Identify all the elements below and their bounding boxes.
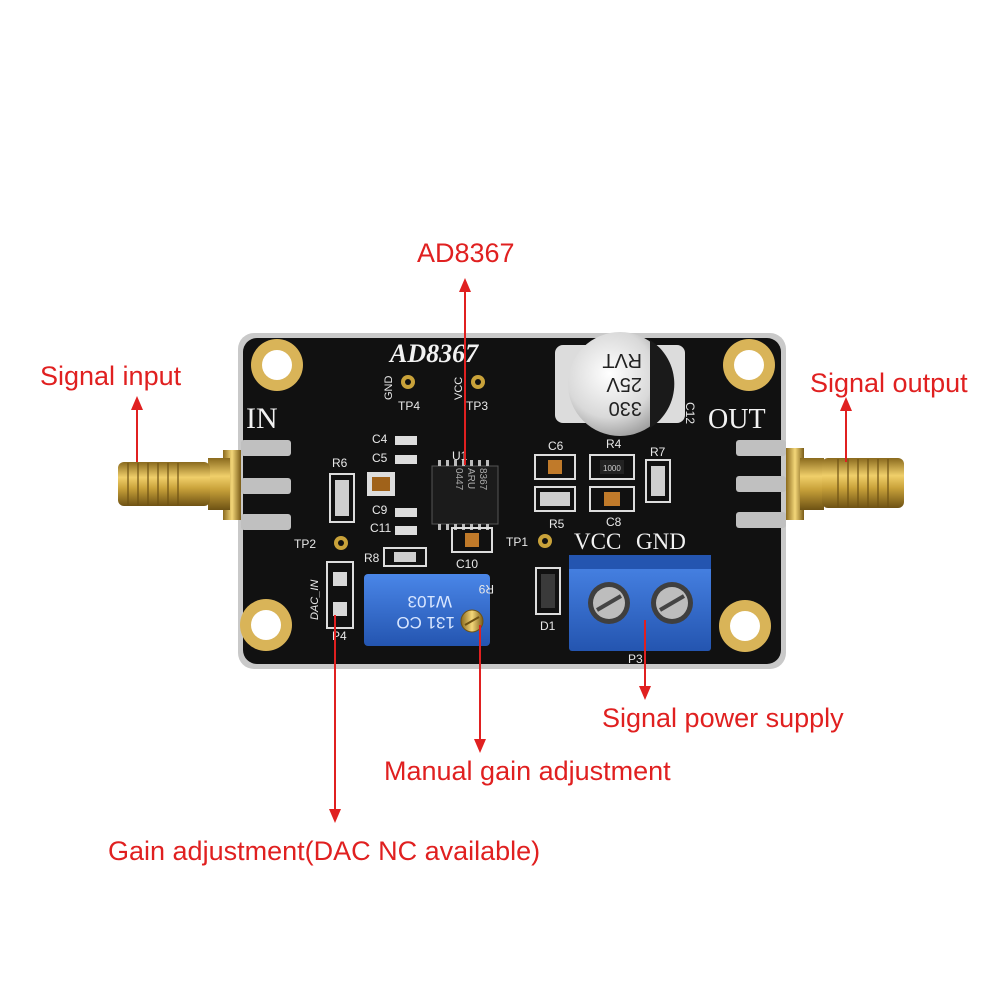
svg-text:RVT: RVT [602, 349, 642, 371]
svg-text:C5: C5 [372, 451, 388, 465]
svg-text:1000: 1000 [603, 464, 621, 473]
sma-output-connector [736, 440, 904, 528]
svg-text:VCC: VCC [574, 529, 621, 554]
diode-d1: D1 [535, 567, 561, 633]
svg-text:R6: R6 [332, 456, 348, 470]
svg-text:GND: GND [383, 376, 395, 401]
svg-text:C11: C11 [370, 521, 391, 535]
svg-text:U1: U1 [452, 449, 468, 463]
svg-text:P3: P3 [628, 652, 643, 666]
svg-text:GND: GND [636, 529, 686, 554]
callout-chip: AD8367 [417, 238, 515, 268]
test-points-mid: TP2 TP1 [294, 534, 552, 551]
callout-manual-gain: Manual gain adjustment [384, 756, 671, 786]
svg-text:VCC: VCC [453, 377, 465, 400]
right-components: C6 R4 1000 R7 R5 C8 C10 [451, 437, 671, 571]
svg-text:R7: R7 [650, 445, 666, 459]
out-label: OUT [708, 404, 766, 435]
svg-text:25V: 25V [606, 373, 642, 395]
callout-gain-dac: Gain adjustment(DAC NC available) [108, 836, 541, 866]
svg-text:ARU: ARU [465, 468, 476, 489]
left-components: C4 C5 R6 C9 C11 R8 [329, 432, 427, 567]
callout-power-supply: Signal power supply [602, 703, 844, 733]
svg-text:DAC_IN: DAC_IN [309, 580, 321, 620]
svg-text:131 CO: 131 CO [396, 613, 455, 632]
callout-signal-input: Signal input [40, 361, 182, 391]
svg-text:C10: C10 [456, 557, 478, 571]
callout-signal-output: Signal output [810, 368, 968, 398]
board-title: AD8367 [388, 339, 479, 368]
svg-text:0447: 0447 [453, 468, 464, 491]
electrolytic-capacitor: 330 25V RVT C12 [555, 332, 697, 436]
svg-text:C6: C6 [548, 439, 564, 453]
sma-input-connector [118, 440, 291, 530]
test-points-top: GND VCC TP4 TP3 [383, 375, 488, 413]
svg-text:C4: C4 [372, 432, 388, 446]
svg-text:8367: 8367 [477, 468, 488, 491]
svg-text:TP3: TP3 [466, 399, 488, 413]
svg-text:R9: R9 [478, 582, 494, 596]
in-label: IN [246, 402, 278, 435]
svg-text:C8: C8 [606, 515, 622, 529]
callout-arrows [131, 278, 852, 823]
svg-text:C12: C12 [683, 402, 697, 424]
svg-text:330: 330 [609, 397, 642, 419]
svg-text:C9: C9 [372, 503, 388, 517]
svg-text:TP4: TP4 [398, 399, 420, 413]
svg-text:W103: W103 [408, 592, 452, 611]
potentiometer: 131 CO W103 R9 [364, 574, 494, 646]
ad8367-chip: U1 8367 ARU 0447 [431, 449, 499, 530]
svg-text:R4: R4 [606, 437, 622, 451]
svg-text:D1: D1 [540, 619, 556, 633]
svg-text:R5: R5 [549, 517, 565, 531]
power-terminal-block: VCC GND P3 [569, 529, 711, 666]
svg-text:TP1: TP1 [506, 535, 528, 549]
svg-text:R8: R8 [364, 551, 380, 565]
svg-text:TP2: TP2 [294, 537, 316, 551]
mounting-holes [240, 339, 775, 652]
